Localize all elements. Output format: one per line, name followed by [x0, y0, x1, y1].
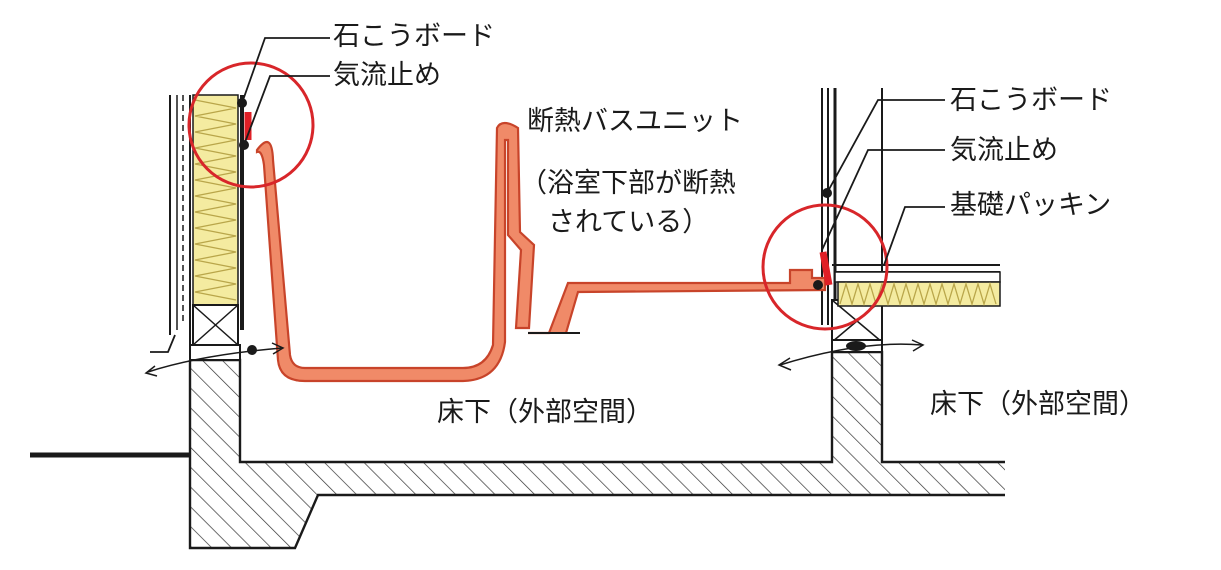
left-gypsum-board-label: 石こうボード	[333, 21, 495, 52]
left-detail-circle	[187, 61, 315, 189]
tub-floor	[528, 268, 827, 335]
right-gypsum-board-label: 石こうボード	[950, 85, 1112, 116]
leader-lines	[241, 37, 945, 266]
right-floor	[832, 264, 1001, 307]
airflow-arrows	[144, 339, 925, 377]
concrete-foundation	[188, 350, 1005, 550]
left-drip-edge	[150, 334, 176, 353]
left-packing	[189, 344, 241, 361]
left-airstop-label: 気流止め	[333, 60, 441, 91]
bath-unit-label: 断熱バスユニット	[527, 106, 743, 137]
underfloor-right-label: 床下（外部空間）	[930, 389, 1146, 420]
underfloor-left-label: 床下（外部空間）	[437, 397, 653, 428]
bath-note-line2: されている）	[548, 207, 710, 238]
leader-dots	[237, 98, 832, 355]
right-detail-circle	[761, 203, 889, 331]
right-airstop	[819, 251, 833, 286]
bath-note-line1: （浴室下部が断熱	[520, 168, 736, 199]
left-insulation	[192, 94, 239, 306]
foundation-packing-label: 基礎パッキン	[950, 190, 1112, 221]
bath-tub	[255, 121, 536, 383]
left-wall	[169, 95, 191, 348]
left-sill	[192, 304, 239, 346]
right-airstop-label: 気流止め	[950, 135, 1058, 166]
